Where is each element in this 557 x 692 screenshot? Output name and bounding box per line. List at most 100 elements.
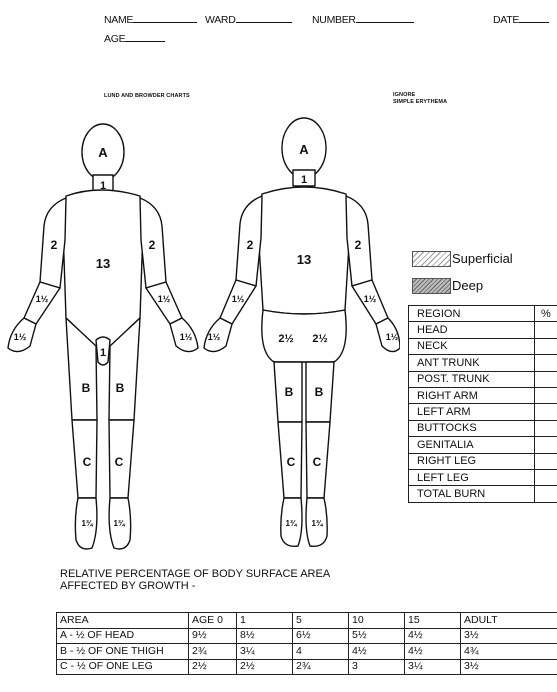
percent-cell[interactable] — [535, 371, 557, 387]
value-cell: 5½ — [349, 628, 405, 644]
value-cell: 4½ — [405, 628, 461, 644]
name-blank[interactable] — [133, 22, 197, 23]
region-cell: BUTTOCKS — [409, 420, 535, 436]
front-label-foot-right: 1¾ — [113, 519, 125, 528]
front-label-leg-right: C — [115, 455, 124, 469]
value-cell: 2½ — [189, 659, 237, 675]
value-cell: 3½ — [461, 628, 557, 644]
back-label-forearm-left: 1½ — [232, 294, 245, 304]
age-blank[interactable] — [125, 41, 165, 42]
percent-cell[interactable] — [535, 469, 557, 485]
col-header-age0: AGE 0 — [189, 613, 237, 629]
region-cell: HEAD — [409, 322, 535, 338]
back-label-upper-arm-right: 2 — [355, 238, 362, 252]
percent-cell[interactable] — [535, 420, 557, 436]
col-header-age5: 5 — [293, 613, 349, 629]
ward-blank[interactable] — [236, 22, 292, 23]
value-cell: 4½ — [349, 644, 405, 660]
deep-label: Deep — [452, 278, 483, 293]
growth-table: AREA AGE 0 1 5 10 15 ADULT A - ½ OF HEAD… — [56, 612, 557, 675]
superficial-label: Superficial — [452, 251, 513, 266]
growth-header-row: AREA AGE 0 1 5 10 15 ADULT — [57, 613, 557, 629]
back-label-forearm-right: 1½ — [364, 294, 377, 304]
region-cell: GENITALIA — [409, 437, 535, 453]
table-row: A - ½ OF HEAD 9½ 8½ 6½ 5½ 4½ 3½ — [57, 628, 557, 644]
value-cell: 3 — [349, 659, 405, 675]
back-label-trunk: 13 — [297, 252, 311, 267]
date-field[interactable]: DATE — [493, 14, 549, 26]
table-row: LEFT LEG — [409, 469, 557, 485]
region-cell: TOTAL BURN — [409, 486, 535, 502]
note-simple-erythema: SIMPLE ERYTHEMA — [393, 99, 447, 105]
region-cell: ANT TRUNK — [409, 355, 535, 371]
percent-cell[interactable] — [535, 486, 557, 502]
back-label-leg-left: C — [287, 455, 296, 469]
back-label-neck: 1 — [301, 174, 307, 186]
number-field[interactable]: NUMBER — [312, 14, 414, 26]
percent-cell[interactable] — [535, 355, 557, 371]
front-label-head: A — [98, 145, 108, 160]
percent-header: % — [535, 306, 557, 322]
col-header-age1: 1 — [237, 613, 293, 629]
back-label-buttock-right: 2½ — [312, 333, 327, 345]
table-row: NECK — [409, 338, 557, 354]
value-cell: 9½ — [189, 628, 237, 644]
name-field[interactable]: NAME — [104, 14, 197, 26]
value-cell: 6½ — [293, 628, 349, 644]
table-row: C - ½ OF ONE LEG 2½ 2½ 2¾ 3 3¼ 3½ — [57, 659, 557, 675]
front-label-neck: 1 — [100, 180, 106, 192]
value-cell: 2¾ — [189, 644, 237, 660]
front-label-forearm-right: 1½ — [158, 294, 171, 304]
back-body — [258, 187, 350, 314]
number-blank[interactable] — [356, 22, 414, 23]
region-header: REGION — [409, 306, 535, 322]
front-label-forearm-left: 1½ — [36, 294, 49, 304]
back-label-leg-right: C — [313, 455, 322, 469]
front-label-thigh-right: B — [116, 381, 125, 395]
back-label-upper-arm-left: 2 — [247, 238, 254, 252]
region-cell: POST. TRUNK — [409, 371, 535, 387]
growth-title-line1: RELATIVE PERCENTAGE OF BODY SURFACE AREA — [60, 568, 330, 580]
percent-cell[interactable] — [535, 453, 557, 469]
area-cell: A - ½ OF HEAD — [57, 628, 189, 644]
percent-cell[interactable] — [535, 338, 557, 354]
region-header-row: REGION % — [409, 306, 557, 322]
col-header-age15: 15 — [405, 613, 461, 629]
date-blank[interactable] — [519, 22, 549, 23]
region-cell: RIGHT LEG — [409, 453, 535, 469]
region-cell: LEFT ARM — [409, 404, 535, 420]
ward-field[interactable]: WARD — [205, 14, 292, 26]
table-row: ANT TRUNK — [409, 355, 557, 371]
body-diagrams: A 1 13 2 2 1½ 1½ 1½ 1½ 1 B B C C 1¾ 1¾ A… — [0, 95, 400, 585]
col-header-age10: 10 — [349, 613, 405, 629]
front-label-upper-arm-right: 2 — [149, 238, 156, 252]
front-label-trunk: 13 — [96, 256, 110, 271]
region-cell: LEFT LEG — [409, 469, 535, 485]
back-label-hand-left: 1½ — [208, 332, 221, 342]
area-cell: B - ½ OF ONE THIGH — [57, 644, 189, 660]
percent-cell[interactable] — [535, 322, 557, 338]
age-field[interactable]: AGE — [104, 33, 165, 45]
percent-cell[interactable] — [535, 387, 557, 403]
back-label-buttock-left: 2½ — [278, 333, 293, 345]
table-row: POST. TRUNK — [409, 371, 557, 387]
region-table: REGION % HEAD NECK ANT TRUNK POST. TRUNK… — [408, 305, 557, 503]
value-cell: 3½ — [461, 659, 557, 675]
age-label: AGE — [104, 33, 125, 45]
col-header-area: AREA — [57, 613, 189, 629]
region-cell: NECK — [409, 338, 535, 354]
back-buttocks — [262, 310, 346, 362]
col-header-adult: ADULT — [461, 613, 557, 629]
percent-cell[interactable] — [535, 437, 557, 453]
table-row: B - ½ OF ONE THIGH 2¾ 3¼ 4 4½ 4½ 4¾ — [57, 644, 557, 660]
front-label-genitalia: 1 — [100, 347, 106, 359]
growth-title: RELATIVE PERCENTAGE OF BODY SURFACE AREA… — [60, 568, 330, 592]
value-cell: 4¾ — [461, 644, 557, 660]
percent-cell[interactable] — [535, 404, 557, 420]
value-cell: 4½ — [405, 644, 461, 660]
front-label-foot-left: 1¾ — [81, 519, 93, 528]
back-label-thigh-left: B — [285, 385, 294, 399]
value-cell: 3¼ — [237, 644, 293, 660]
area-cell: C - ½ OF ONE LEG — [57, 659, 189, 675]
table-row: RIGHT LEG — [409, 453, 557, 469]
